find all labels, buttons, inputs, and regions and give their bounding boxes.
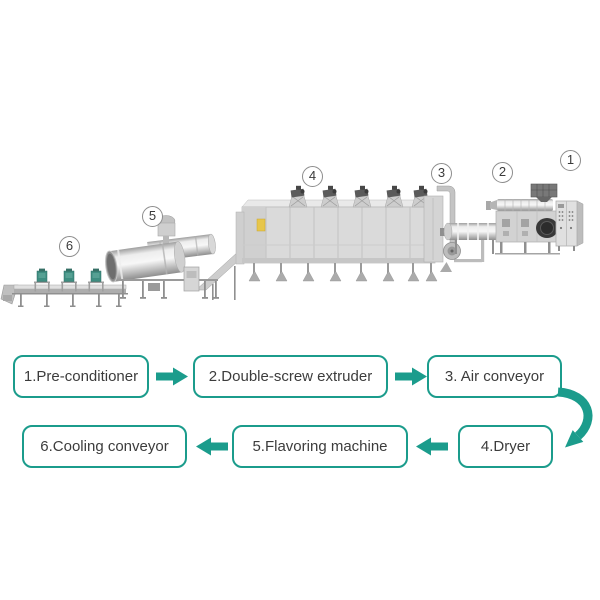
flow-step-label: 4.Dryer bbox=[480, 438, 531, 455]
flow-step-label: 6.Cooling conveyor bbox=[40, 438, 169, 455]
flow-step-pre-conditioner: 1.Pre-conditioner bbox=[13, 355, 149, 398]
arrow-left-icon bbox=[416, 437, 448, 456]
flow-step-label: 2.Double-screw extruder bbox=[208, 368, 373, 385]
flavoring-machine-illustration bbox=[104, 215, 249, 300]
arrow-right-icon bbox=[395, 367, 427, 386]
double-screw-extruder-illustration bbox=[440, 183, 560, 255]
flow-step-flavoring-machine: 5.Flavoring machine bbox=[232, 425, 408, 468]
marker-2: 2 bbox=[492, 162, 513, 183]
marker-1: 1 bbox=[560, 150, 581, 171]
arrow-curved-down-icon bbox=[557, 387, 593, 448]
marker-5: 5 bbox=[142, 206, 163, 227]
flow-step-cooling-conveyor: 6.Cooling conveyor bbox=[22, 425, 187, 468]
control-cabinet-illustration bbox=[555, 200, 584, 251]
marker-3: 3 bbox=[431, 163, 452, 184]
flow-step-air-conveyor: 3. Air conveyor bbox=[427, 355, 562, 398]
flow-step-double-screw-extruder: 2.Double-screw extruder bbox=[193, 355, 388, 398]
marker-4: 4 bbox=[302, 166, 323, 187]
flow-step-label: 3. Air conveyor bbox=[444, 368, 545, 385]
yellow-sticker bbox=[256, 218, 266, 232]
arrow-right-icon bbox=[156, 367, 188, 386]
flow-step-dryer: 4.Dryer bbox=[458, 425, 553, 468]
machinery-illustration bbox=[0, 183, 584, 307]
flow-step-label: 5.Flavoring machine bbox=[252, 438, 388, 455]
cooling-conveyor-illustration bbox=[0, 268, 128, 307]
marker-6: 6 bbox=[59, 236, 80, 257]
flow-step-label: 1.Pre-conditioner bbox=[23, 368, 139, 385]
dryer-illustration bbox=[235, 185, 440, 282]
arrow-left-icon bbox=[196, 437, 228, 456]
